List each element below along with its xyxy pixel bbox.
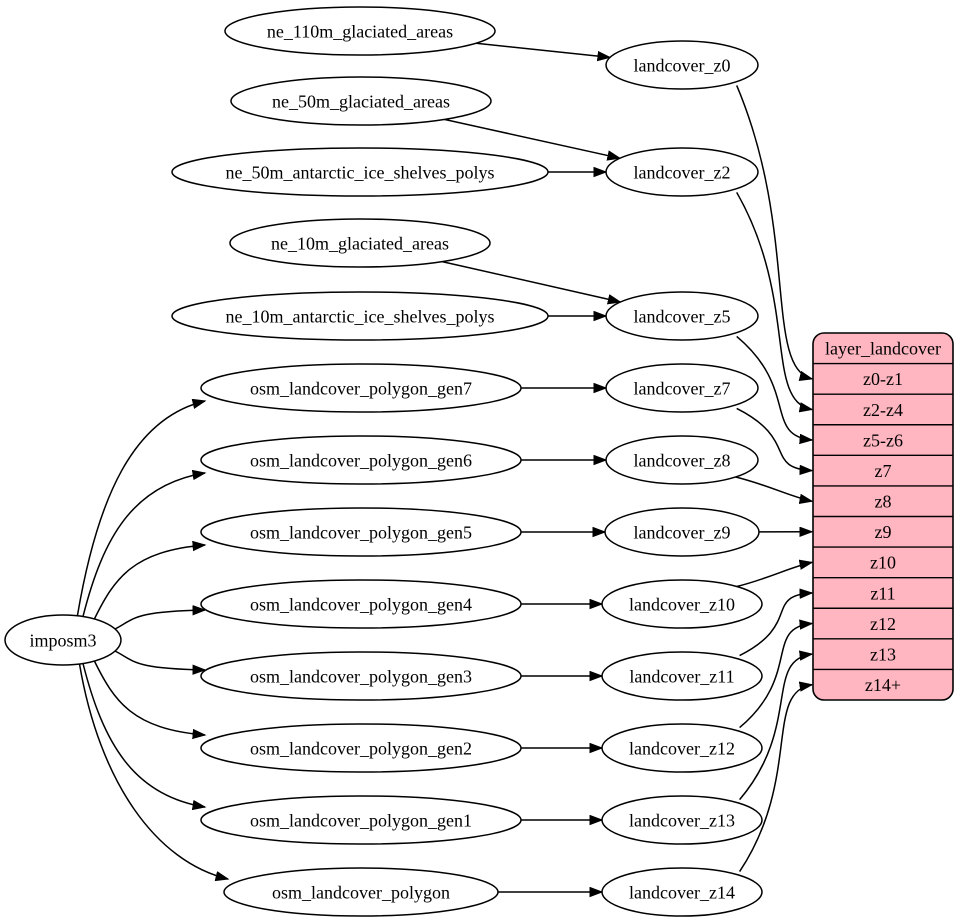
table-row-z5-z6: z5-z6 bbox=[863, 430, 903, 450]
edge-imposm3-to-osm_landcover_polygon_gen1 bbox=[82, 663, 205, 808]
node-label-landcover_z7: landcover_z7 bbox=[634, 378, 731, 398]
edge-ne_10m_glaciated_areas-to-landcover_z5 bbox=[441, 260, 620, 302]
node-label-landcover_z14: landcover_z14 bbox=[629, 882, 735, 902]
table-row-z12: z12 bbox=[870, 614, 896, 634]
node-label-landcover_z9: landcover_z9 bbox=[634, 522, 731, 542]
edge-imposm3-to-osm_landcover_polygon_gen6 bbox=[82, 473, 205, 617]
node-landcover_z11 bbox=[601, 651, 763, 701]
edge-landcover_z11-to-layer_landcover-z11 bbox=[739, 593, 812, 657]
node-label-osm_landcover_polygon_gen6: osm_landcover_polygon_gen6 bbox=[250, 450, 472, 470]
table-row-z9: z9 bbox=[875, 522, 892, 542]
node-label-landcover_z0: landcover_z0 bbox=[634, 55, 731, 75]
edge-landcover_z13-to-layer_landcover-z13 bbox=[739, 654, 812, 801]
node-osm_landcover_polygon_gen7 bbox=[200, 363, 522, 413]
table-row-z10: z10 bbox=[870, 553, 896, 573]
edge-ne_50m_glaciated_areas-to-landcover_z2 bbox=[444, 118, 620, 158]
node-label-landcover_z8: landcover_z8 bbox=[634, 450, 731, 470]
node-label-osm_landcover_polygon_gen3: osm_landcover_polygon_gen3 bbox=[250, 666, 472, 686]
node-label-osm_landcover_polygon_gen4: osm_landcover_polygon_gen4 bbox=[250, 594, 472, 614]
node-ne_50m_antarctic_ice_shelves_polys bbox=[171, 147, 549, 197]
edges-layer bbox=[76, 42, 812, 892]
node-label-landcover_z12: landcover_z12 bbox=[629, 738, 735, 758]
edge-imposm3-to-osm_landcover_polygon_gen4 bbox=[114, 610, 205, 630]
node-osm_landcover_polygon_gen1 bbox=[200, 795, 522, 845]
table-row-z11: z11 bbox=[870, 583, 895, 603]
edge-landcover_z0-to-layer_landcover-z0-z1 bbox=[736, 85, 812, 379]
table-layer: layer_landcover z0-z1 z2-z4 z5-z6 z7 z8 z9 z10 z… bbox=[812, 332, 954, 701]
node-osm_landcover_polygon_gen3 bbox=[200, 651, 522, 701]
nodes-layer: imposm3 ne_110m_glaciated_areas ne_50m_gla… bbox=[4, 6, 763, 917]
node-label-osm_landcover_polygon_gen2: osm_landcover_polygon_gen2 bbox=[250, 738, 472, 758]
node-landcover_z8 bbox=[605, 435, 759, 485]
edge-landcover_z8-to-layer_landcover-z8 bbox=[735, 476, 812, 501]
edge-imposm3-to-osm_landcover_polygon bbox=[78, 663, 229, 879]
node-label-osm_landcover_polygon_gen5: osm_landcover_polygon_gen5 bbox=[250, 522, 472, 542]
node-label-landcover_z10: landcover_z10 bbox=[629, 594, 735, 614]
node-landcover_z12 bbox=[601, 723, 763, 773]
table-row-z13: z13 bbox=[870, 644, 896, 664]
node-landcover_z9 bbox=[604, 507, 760, 557]
node-label-ne_110m_glaciated_areas: ne_110m_glaciated_areas bbox=[267, 21, 453, 41]
node-landcover_z13 bbox=[601, 795, 763, 845]
table-row-z2-z4: z2-z4 bbox=[863, 400, 903, 420]
node-landcover_z5 bbox=[605, 291, 759, 341]
table-row-z7: z7 bbox=[875, 461, 892, 481]
node-label-ne_50m_antarctic_ice_shelves_polys: ne_50m_antarctic_ice_shelves_polys bbox=[226, 162, 495, 182]
edge-imposm3-to-osm_landcover_polygon_gen2 bbox=[93, 660, 205, 735]
edge-landcover_z7-to-layer_landcover-z7 bbox=[736, 407, 812, 470]
node-landcover_z2 bbox=[605, 147, 759, 197]
node-label-osm_landcover_polygon: osm_landcover_polygon bbox=[272, 882, 450, 902]
node-osm_landcover_polygon bbox=[223, 867, 499, 917]
node-imposm3 bbox=[4, 614, 122, 666]
node-ne_50m_glaciated_areas bbox=[230, 76, 492, 126]
table-row-z8: z8 bbox=[875, 492, 892, 512]
edge-landcover_z2-to-layer_landcover-z2-z4 bbox=[736, 192, 812, 409]
node-label-osm_landcover_polygon_gen7: osm_landcover_polygon_gen7 bbox=[250, 378, 472, 398]
edge-imposm3-to-osm_landcover_polygon_gen5 bbox=[93, 545, 205, 620]
edge-landcover_z5-to-layer_landcover-z5-z6 bbox=[736, 335, 812, 440]
node-landcover_z14 bbox=[601, 867, 763, 917]
node-ne_110m_glaciated_areas bbox=[224, 6, 496, 56]
table-title-layer_landcover: layer_landcover bbox=[825, 339, 941, 359]
node-label-ne_10m_glaciated_areas: ne_10m_glaciated_areas bbox=[271, 233, 449, 253]
node-label-landcover_z11: landcover_z11 bbox=[629, 666, 734, 686]
node-landcover_z0 bbox=[605, 40, 759, 90]
node-label-ne_10m_antarctic_ice_shelves_polys: ne_10m_antarctic_ice_shelves_polys bbox=[226, 306, 495, 326]
node-label-landcover_z2: landcover_z2 bbox=[634, 162, 731, 182]
node-label-landcover_z5: landcover_z5 bbox=[634, 306, 731, 326]
node-label-imposm3: imposm3 bbox=[29, 630, 96, 650]
node-landcover_z7 bbox=[605, 363, 759, 413]
table-row-z14+: z14+ bbox=[865, 675, 901, 695]
edge-ne_110m_glaciated_areas-to-landcover_z0 bbox=[476, 42, 610, 57]
node-label-ne_50m_glaciated_areas: ne_50m_glaciated_areas bbox=[272, 91, 450, 111]
node-osm_landcover_polygon_gen6 bbox=[200, 435, 522, 485]
node-ne_10m_antarctic_ice_shelves_polys bbox=[171, 291, 549, 341]
node-ne_10m_glaciated_areas bbox=[229, 218, 491, 268]
edge-imposm3-to-osm_landcover_polygon_gen3 bbox=[114, 650, 205, 670]
edge-imposm3-to-osm_landcover_polygon_gen7 bbox=[76, 401, 205, 616]
node-label-osm_landcover_polygon_gen1: osm_landcover_polygon_gen1 bbox=[250, 810, 472, 830]
table-row-z0-z1: z0-z1 bbox=[863, 369, 903, 389]
node-landcover_z10 bbox=[601, 579, 763, 629]
node-label-landcover_z13: landcover_z13 bbox=[629, 810, 735, 830]
node-osm_landcover_polygon_gen2 bbox=[200, 723, 522, 773]
edge-landcover_z10-to-layer_landcover-z10 bbox=[736, 562, 812, 588]
node-osm_landcover_polygon_gen4 bbox=[200, 579, 522, 629]
node-osm_landcover_polygon_gen5 bbox=[200, 507, 522, 557]
edge-landcover_z14-to-layer_landcover-z14+ bbox=[738, 685, 812, 873]
edge-landcover_z12-to-layer_landcover-z12 bbox=[739, 624, 812, 729]
